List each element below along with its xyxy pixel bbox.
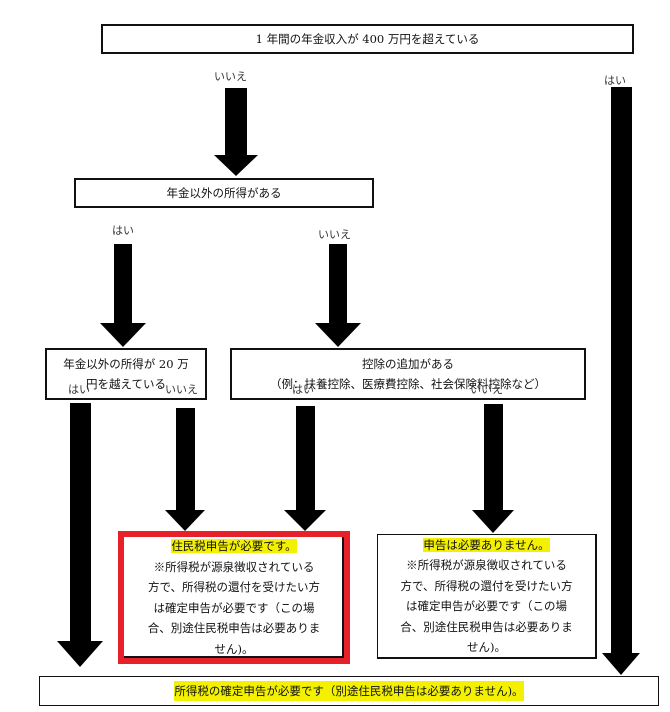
question-line: 年金以外の所得が 20 万 (63, 357, 189, 371)
result-note-line: 合、別途住民税申告は必要ありま (400, 619, 573, 634)
label-yes: はい (68, 383, 90, 396)
result-note-line: せん)。 (467, 640, 506, 654)
arrow-q1-yes (602, 87, 640, 675)
arrow-q1-no (214, 88, 258, 176)
result-headline: 申告は必要ありません。 (423, 537, 550, 552)
arrow-q3-yes (57, 403, 103, 667)
label-no: いいえ (318, 228, 351, 241)
label-no: いいえ (214, 70, 247, 83)
question-line: 円を越えている (86, 377, 166, 391)
result-content: 申告は必要ありません。 ※所得税が源泉徴収されている 方で、所得税の還付を受けた… (400, 535, 573, 658)
result-no-filing-required: 申告は必要ありません。 ※所得税が源泉徴収されている 方で、所得税の還付を受けた… (377, 534, 597, 659)
arrow-q4-yes (284, 406, 326, 531)
label-yes: はい (292, 383, 314, 396)
question-line: 控除の追加がある (362, 357, 454, 371)
result-headline: 所得税の確定申告が必要です（別途住民税申告は必要ありません)。 (174, 681, 524, 701)
result-note-line: せん)。 (214, 641, 254, 656)
label-yes: はい (604, 74, 626, 87)
question-annual-pension-over-4m: 1 年間の年金収入が 400 万円を超えている (101, 24, 634, 54)
question-other-income: 年金以外の所得がある (74, 178, 374, 208)
inner-border (124, 537, 344, 658)
result-headline: 住民税申告が必要です。 (171, 539, 297, 553)
arrow-q4-no (472, 404, 514, 533)
arrow-q2-yes (100, 244, 146, 347)
label-no: いいえ (470, 383, 503, 396)
result-note-line: 方で、所得税の還付を受けたい方 (400, 578, 573, 593)
question-text: 年金以外の所得がある (166, 186, 282, 200)
result-resident-tax-filing-required: 住民税申告が必要です。 ※所得税が源泉徴収されている 方で、所得税の還付を受けた… (118, 531, 350, 664)
question-line: （例：扶養控除、医療費控除、社会保険料控除など） (270, 377, 546, 391)
result-note-line: は確定申告が必要です（この場 (153, 600, 315, 615)
question-additional-deductions: 控除の追加がある （例：扶養控除、医療費控除、社会保険料控除など） (230, 348, 586, 400)
question-text: 1 年間の年金収入が 400 万円を超えている (255, 32, 480, 46)
result-content: 住民税申告が必要です。 ※所得税が源泉徴収されている 方で、所得税の還付を受けた… (147, 536, 321, 659)
arrow-q2-no (315, 244, 361, 347)
label-no: いいえ (165, 383, 198, 396)
result-note-line: は確定申告が必要です（この場 (406, 599, 567, 613)
result-income-tax-return-required: 所得税の確定申告が必要です（別途住民税申告は必要ありません)。 (39, 676, 659, 706)
result-note-line: ※所得税が源泉徴収されている (153, 559, 315, 574)
question-other-income-over-200k: 年金以外の所得が 20 万 円を越えている (45, 348, 207, 400)
result-note-line: ※所得税が源泉徴収されている (406, 558, 567, 572)
label-yes: はい (112, 224, 134, 237)
arrow-q3-no (165, 408, 205, 531)
result-note-line: 合、別途住民税申告は必要ありま (147, 621, 321, 635)
result-note-line: 方で、所得税の還付を受けたい方 (147, 580, 321, 594)
